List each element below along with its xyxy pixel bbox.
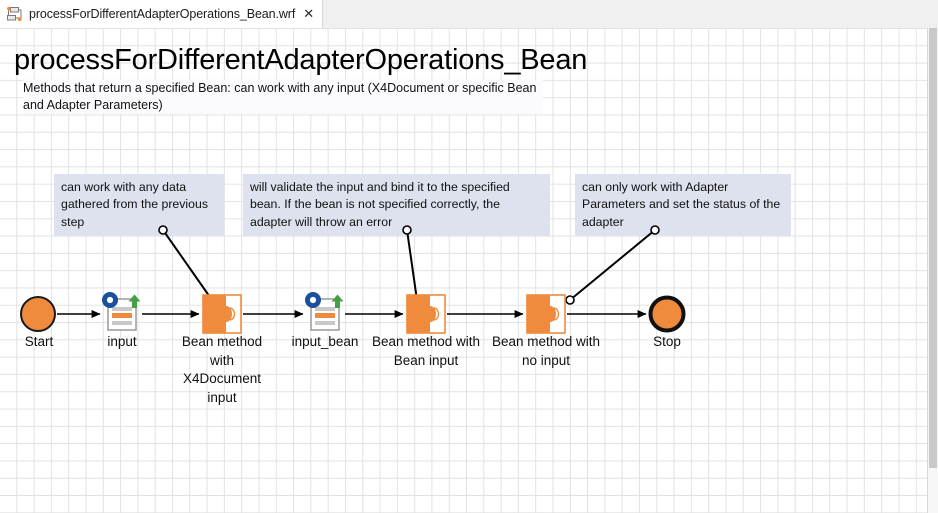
adapter-notch bbox=[229, 307, 236, 321]
upload-arrow-icon bbox=[128, 294, 141, 308]
end-event-icon[interactable] bbox=[648, 295, 686, 333]
adapter-puzzle-icon bbox=[527, 295, 556, 333]
adapter-puzzle-icon bbox=[203, 295, 232, 333]
upload-arrow-icon bbox=[331, 294, 344, 308]
annotation-link[interactable] bbox=[406, 229, 418, 301]
node-label-input-bean: input_bean bbox=[291, 334, 359, 349]
tab-title: processForDifferentAdapterOperations_Bea… bbox=[29, 7, 296, 21]
document-line bbox=[112, 307, 132, 311]
annotation-note[interactable]: can only work with Adapter Parameters an… bbox=[575, 174, 791, 237]
annotation-link[interactable] bbox=[569, 229, 656, 301]
document-line bbox=[315, 307, 335, 311]
adapter-puzzle-icon bbox=[407, 295, 436, 333]
tab-bar: processForDifferentAdapterOperations_Bea… bbox=[0, 0, 938, 28]
start-event-icon[interactable] bbox=[20, 296, 56, 332]
node-input-bean[interactable] bbox=[305, 292, 344, 331]
link-endpoint-handle[interactable] bbox=[650, 225, 660, 235]
process-diagram-icon bbox=[7, 6, 22, 22]
node-label-start: Start bbox=[24, 334, 54, 349]
annotation-note[interactable]: will validate the input and bind it to t… bbox=[243, 174, 550, 237]
node-bean-bean-input[interactable] bbox=[406, 294, 446, 334]
node-bean-x4document[interactable] bbox=[202, 294, 242, 334]
vertical-scrollbar[interactable] bbox=[927, 28, 938, 513]
document-highlight-bar bbox=[315, 313, 335, 318]
page-subtitle: Methods that return a specified Bean: ca… bbox=[23, 80, 543, 114]
gear-hub bbox=[309, 296, 317, 304]
connector-layer bbox=[20, 225, 686, 334]
node-label-bean-bean-input: Bean method with Bean input bbox=[371, 334, 481, 368]
adapter-notch bbox=[433, 307, 440, 321]
node-bean-no-input[interactable] bbox=[526, 294, 566, 334]
diagram-canvas[interactable]: processForDifferentAdapterOperations_Bea… bbox=[0, 28, 928, 513]
node-start[interactable] bbox=[20, 296, 56, 332]
node-input[interactable] bbox=[102, 292, 141, 331]
node-stop[interactable] bbox=[648, 295, 686, 333]
document-highlight-bar bbox=[112, 313, 132, 318]
node-label-bean-x4document: Bean method with X4Document input bbox=[181, 334, 263, 405]
link-endpoint-handle[interactable] bbox=[565, 295, 575, 305]
editor-tab[interactable]: processForDifferentAdapterOperations_Bea… bbox=[0, 0, 324, 28]
document-line bbox=[315, 321, 335, 325]
document-line bbox=[112, 321, 132, 325]
close-icon[interactable]: ✕ bbox=[303, 6, 315, 22]
scrollbar-thumb[interactable] bbox=[929, 28, 937, 468]
adapter-notch bbox=[553, 307, 560, 321]
annotation-note[interactable]: can work with any data gathered from the… bbox=[54, 174, 224, 237]
node-label-stop: Stop bbox=[653, 334, 681, 349]
node-shapes-group bbox=[20, 292, 686, 334]
link-endpoint-handle[interactable] bbox=[402, 225, 412, 235]
link-endpoint-handle[interactable] bbox=[158, 225, 168, 235]
node-label-input: input bbox=[107, 334, 137, 349]
annotation-link[interactable] bbox=[162, 229, 213, 301]
gear-hub bbox=[106, 296, 114, 304]
page-title: processForDifferentAdapterOperations_Bea… bbox=[14, 44, 588, 76]
node-label-bean-no-input: Bean method with no input bbox=[491, 334, 601, 368]
annotation-links bbox=[158, 225, 660, 305]
